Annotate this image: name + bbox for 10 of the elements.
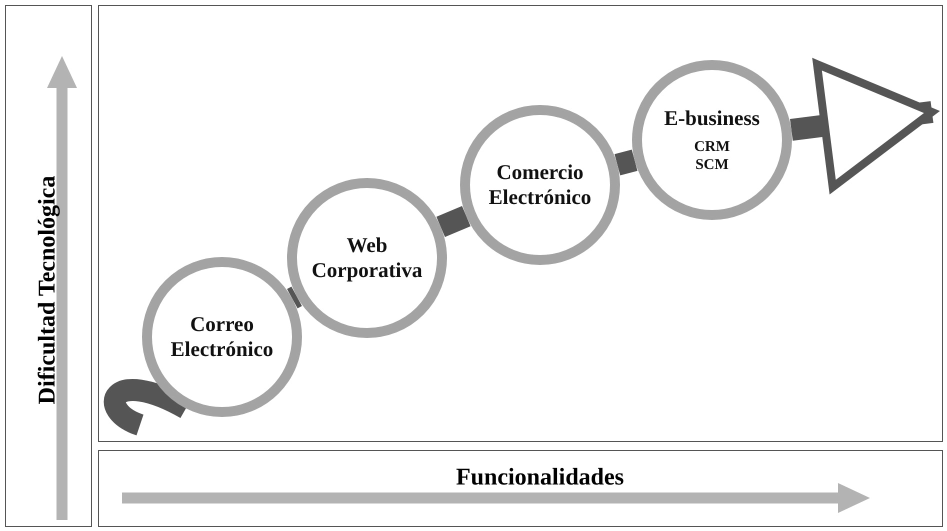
connector-band: [287, 286, 302, 308]
axis-label: Funcionalidades: [456, 464, 624, 492]
connector-band: [614, 150, 638, 176]
axis-label: Dificultad Tecnológica: [34, 176, 62, 404]
node-title: Correo Electrónico: [170, 312, 274, 362]
node-title: Comercio Electrónico: [488, 160, 592, 210]
node-subtitle: CRM SCM: [694, 139, 730, 174]
connector-band: [436, 206, 471, 238]
node-title: E-business: [664, 106, 760, 132]
node-title: Web Corporativa: [310, 232, 424, 284]
